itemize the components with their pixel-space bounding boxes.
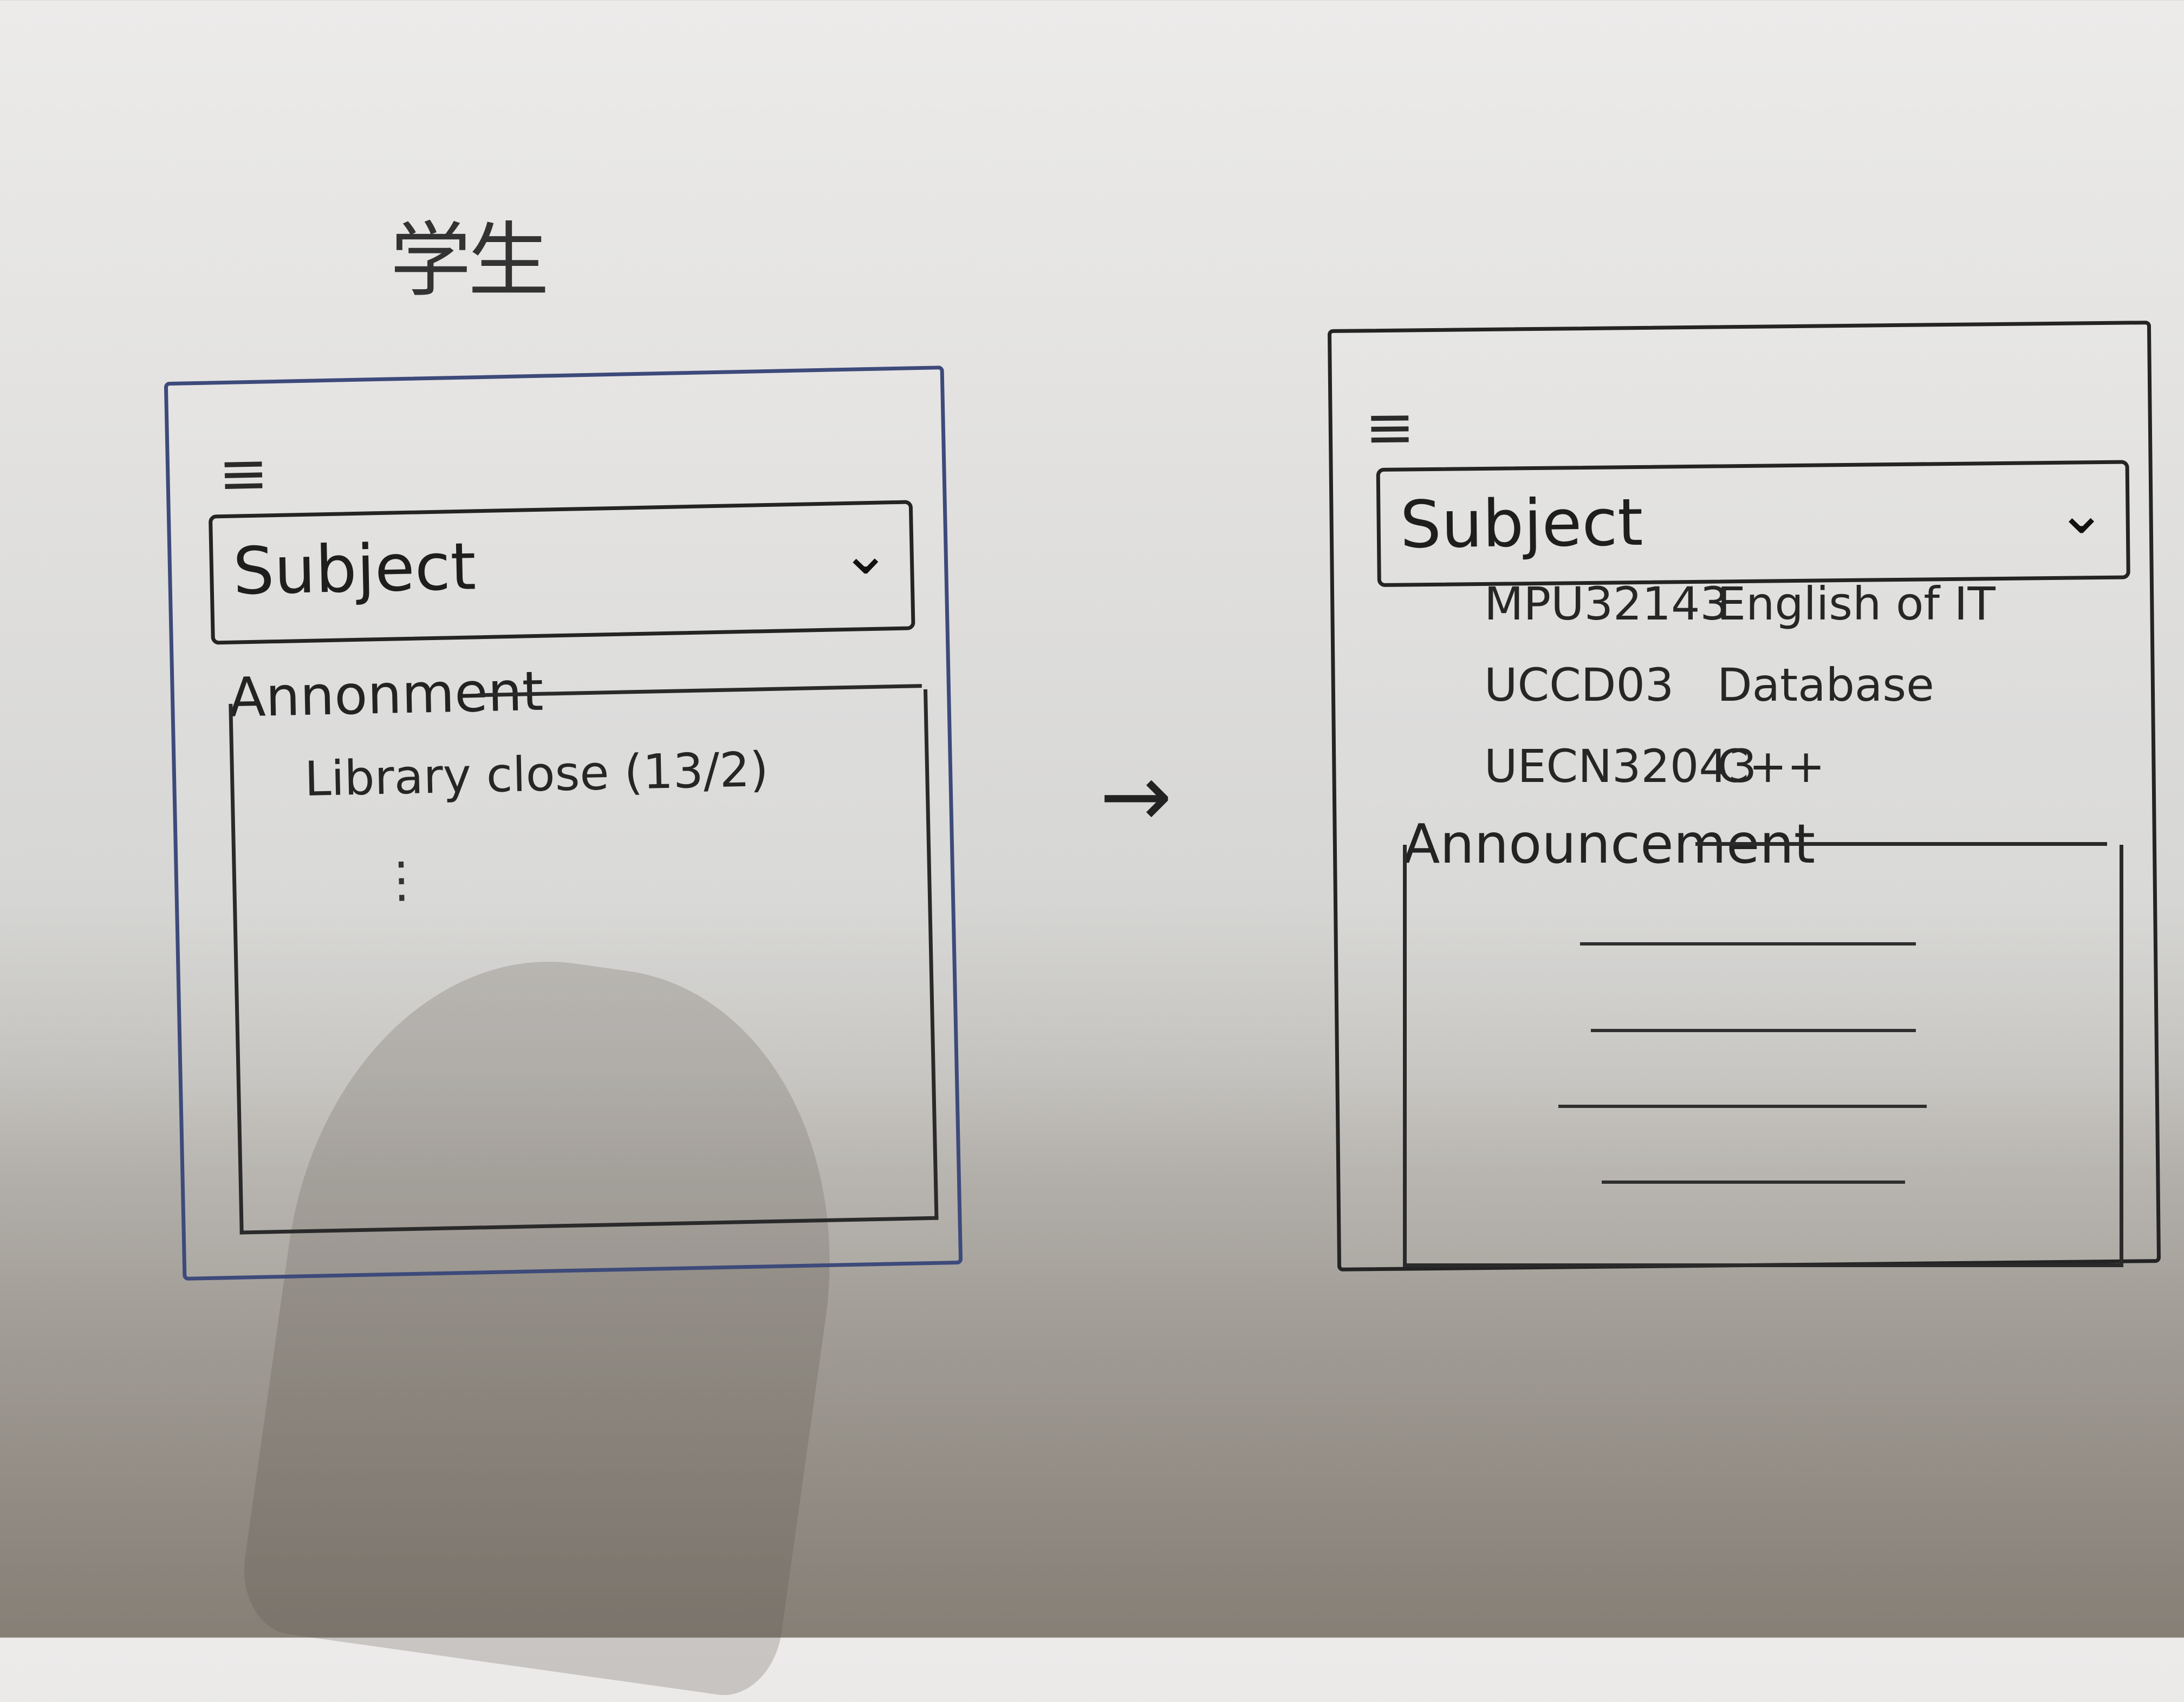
hamburger-icon[interactable]: ≡	[218, 438, 269, 509]
wireframe-before: ≡ Subject ⌄ Annonment Library close (13/…	[164, 366, 963, 1281]
subject-code: MPU32143	[1484, 577, 1729, 630]
announcement-box: Library close (13/2) ⋮	[229, 689, 939, 1235]
announcement-placeholder-line	[1558, 1105, 1927, 1108]
subject-dropdown-label: Subject	[232, 529, 477, 610]
announcement-item[interactable]: Library close (13/2)	[304, 741, 769, 807]
announcement-placeholder-line	[1602, 1181, 1905, 1184]
announcement-heading-rule	[1695, 842, 2107, 846]
announcement-placeholder-line	[1591, 1029, 1916, 1032]
subject-option[interactable]: MPU32143 English of IT	[1484, 563, 2134, 644]
subject-options-list: MPU32143 English of IT UCCD03 Database U…	[1484, 563, 2134, 807]
subject-dropdown[interactable]: Subject ⌄	[208, 500, 915, 645]
hamburger-icon[interactable]: ≡	[1364, 392, 1415, 462]
paper-shadow	[0, 1072, 2184, 1638]
subject-option[interactable]: UCCD03 Database	[1484, 644, 2134, 726]
announcement-box	[1403, 845, 2123, 1267]
chevron-down-icon[interactable]: ⌄	[840, 518, 892, 589]
chevron-down-icon[interactable]: ⌄	[2056, 477, 2107, 547]
subject-code: UECN32043	[1484, 740, 1757, 793]
subject-code: UCCD03	[1484, 658, 1674, 712]
subject-name: English of IT	[1717, 577, 1995, 630]
subject-option[interactable]: UECN32043 C++	[1484, 726, 2134, 807]
arrow-right-icon: →	[1100, 745, 1173, 846]
subject-name: Database	[1717, 658, 1934, 712]
more-indicator: ⋮	[376, 851, 427, 909]
announcement-placeholder-line	[1580, 942, 1916, 945]
page-title: 学生	[390, 214, 549, 308]
subject-name: C++	[1717, 740, 1825, 793]
subject-dropdown-label: Subject	[1400, 485, 1644, 563]
